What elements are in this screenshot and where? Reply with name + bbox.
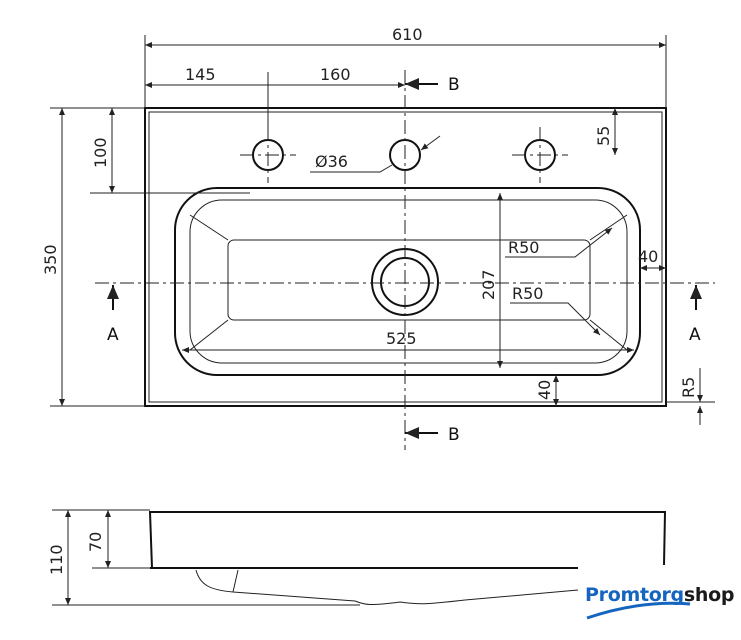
dim-overall-width: 610 — [392, 25, 423, 44]
bowl-outer — [174, 187, 641, 376]
side-view: 110 70 — [47, 509, 667, 606]
logo-part2: shop — [683, 584, 735, 606]
dim-hole-diameter: Ø36 — [315, 152, 348, 171]
dim-radius-lower: R50 — [512, 284, 543, 303]
section-b-top: B — [448, 75, 460, 95]
dim-front-margin: 40 — [535, 380, 554, 400]
dim-bowl-depth: 207 — [479, 269, 498, 300]
dim-bowl-width: 525 — [386, 329, 417, 348]
logo-part1: Promtorg — [585, 584, 684, 606]
section-a-left: A — [107, 325, 119, 345]
section-b-bottom: B — [448, 425, 460, 445]
bowl-bottom — [227, 239, 591, 321]
dim-hole-depth-right: 55 — [594, 126, 613, 146]
logo-swoosh-icon — [586, 601, 691, 620]
section-a-right: A — [689, 325, 701, 345]
dim-edge-radius: R5 — [679, 377, 698, 398]
dim-hole-spacing: 160 — [320, 65, 351, 84]
dim-radius-upper: R50 — [508, 238, 539, 257]
dim-side-margin: 40 — [638, 247, 658, 266]
dim-total-height: 110 — [47, 544, 66, 575]
dim-hole-offset: 145 — [185, 65, 216, 84]
plan-view: 610 145 160 B B 100 55 Ø36 350 207 R50 R… — [41, 25, 715, 450]
dim-overall-depth: 350 — [41, 244, 60, 275]
dim-rim-height: 70 — [86, 532, 105, 552]
dim-hole-depth: 100 — [91, 137, 110, 168]
promtorgshop-logo: Promtorgshop — [585, 584, 734, 606]
